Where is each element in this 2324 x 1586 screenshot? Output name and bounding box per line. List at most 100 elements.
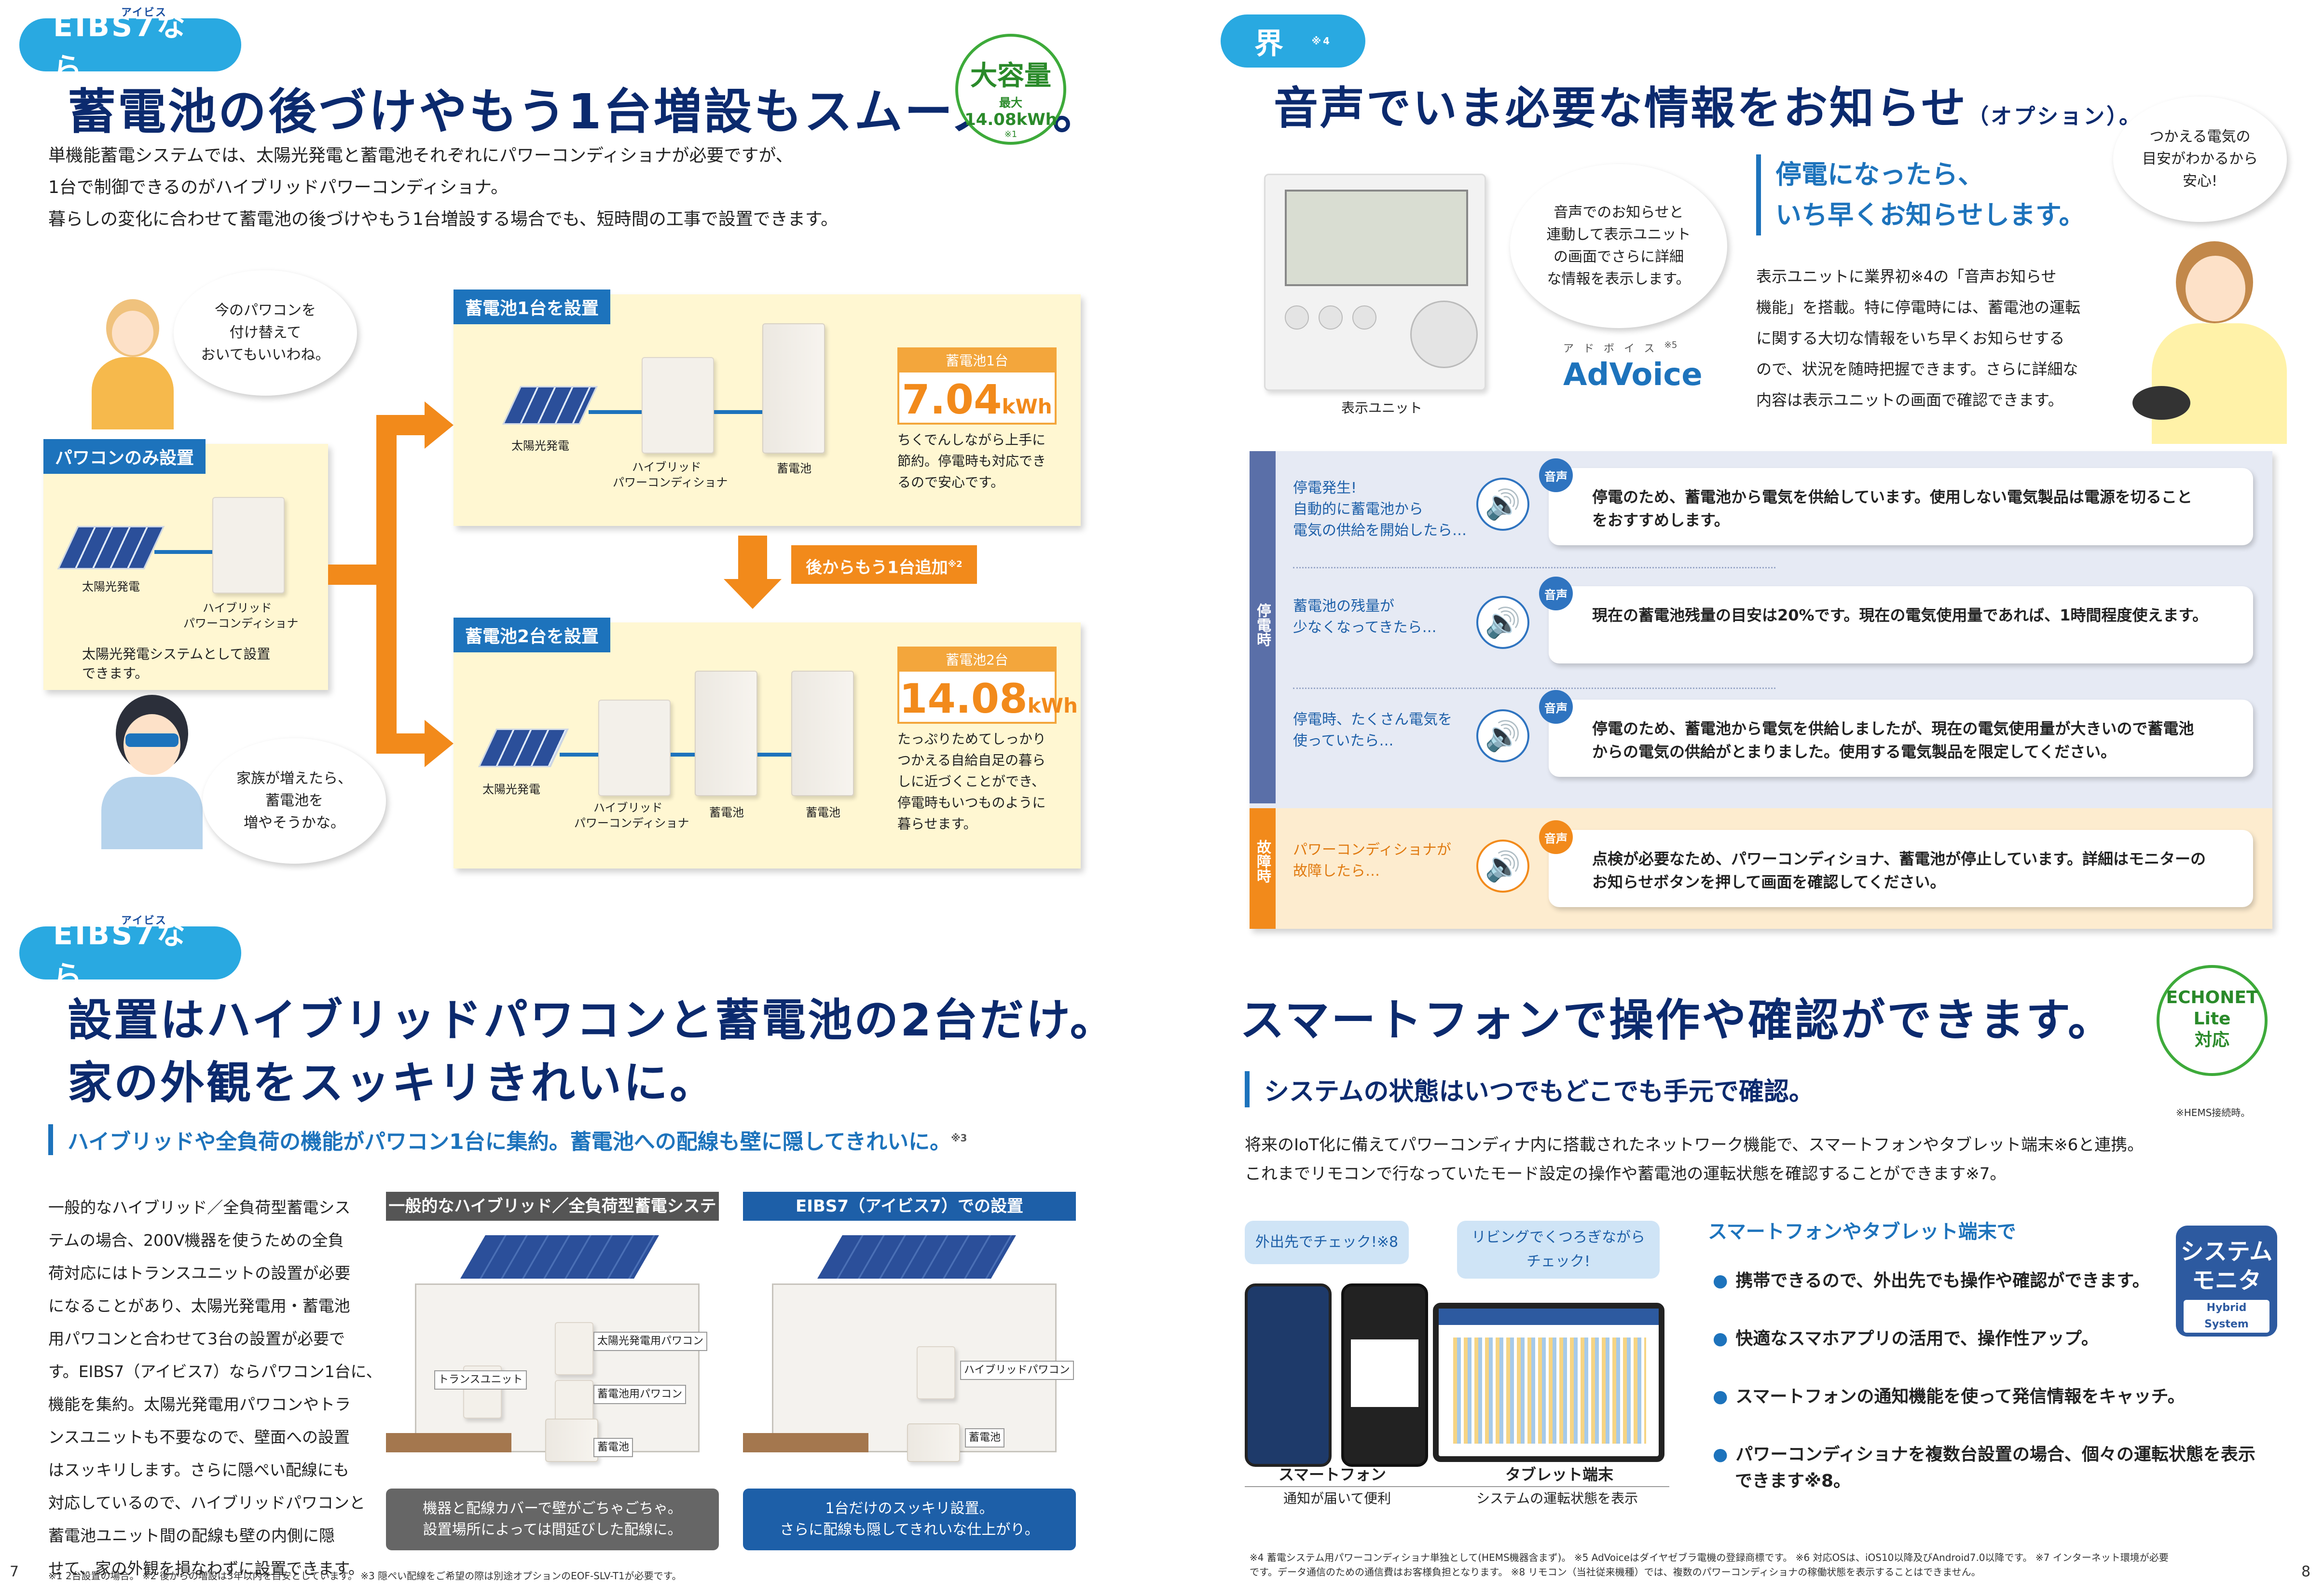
woman-bubble-line-3: おいてもいいわね。 — [201, 346, 330, 363]
phone-label: スマートフォン — [1279, 1465, 1387, 1484]
arrow-head-two — [425, 720, 454, 767]
voice-question: 故障したら… — [1293, 863, 1380, 880]
man-illustration — [101, 695, 203, 849]
display-button[interactable] — [1319, 305, 1343, 330]
house-b-roof — [817, 1235, 1016, 1279]
advoice-note: ※5 — [1664, 340, 1678, 350]
intro-line-3: 暮らしの変化に合わせて蓄電池の後づけやもう1台増設する場合でも、短時間の工事で設… — [48, 209, 839, 229]
pcon-label-2: パワーコンディショナ — [574, 816, 689, 830]
voice-message-line: をおすすめします。 — [1592, 511, 1730, 529]
two-desc-1: たっぷりためてしっかり — [897, 731, 1046, 747]
page-number-right: 8 — [2301, 1563, 2311, 1580]
echonet-3: 対応 — [2194, 1030, 2229, 1050]
house-a-battery — [545, 1419, 598, 1462]
install-section-heading: ハイブリッドや全負荷の機能がパワコン1台に集約。蓄電池への配線も壁に隠してきれい… — [48, 1124, 967, 1155]
smartphone-intro-2: これまでリモコンで行なっていたモード設定の操作や蓄電池の運転状態を確認することが… — [1245, 1164, 2007, 1184]
man-bubble-line-3: 増やそうかな。 — [244, 814, 345, 831]
outage-desc-line: に関する大切な情報をいち早くお知らせする — [1756, 329, 2065, 347]
house-a-label-transformer: トランスユニット — [434, 1370, 527, 1390]
voice-tag: 音声 — [1539, 458, 1573, 492]
pcon-only-desc-1: 太陽光発電システムとして設置 — [82, 646, 271, 662]
install-body-line: 蓄電池ユニット間の配線も壁の内側に隠 — [48, 1526, 335, 1545]
feature-bullet-continued: できます※8。 — [1735, 1471, 1851, 1491]
speaker-icon: 🔊 — [1476, 596, 1529, 649]
display-speech-bubble: 音声でのお知らせと連動して表示ユニットの画面でさらに詳細な情報を表示します。 — [1510, 164, 1727, 328]
capacity-badge-value: 14.08kWh — [964, 110, 1057, 129]
voice-tag: 音声 — [1539, 690, 1573, 724]
woman-right-bubble-2: 目安がわかるから — [2142, 151, 2258, 167]
woman-right-bubble-1: つかえる電気の — [2149, 128, 2251, 145]
display-bubble-1: 音声でのお知らせと — [1554, 204, 1684, 221]
system-monitor-badge: システム モニタ Hybrid System — [2176, 1226, 2277, 1337]
pcon-label-2: パワーコンディショナ — [183, 617, 299, 630]
bubble-living-1: リビングでくつろぎながら — [1471, 1229, 1645, 1246]
outage-heading-2: いち早くお知らせします。 — [1775, 200, 2085, 230]
one-desc-3: るので安心です。 — [897, 474, 1004, 490]
voice-message-line: 停電のため、蓄電池から電気を供給しましたが、現在の電気使用量が大きいので蓄電池 — [1592, 719, 2194, 738]
smartphone-list-title: スマートフォンやタブレット端末で — [1708, 1221, 2016, 1243]
house-a-solar-pcon — [555, 1322, 593, 1375]
capacity-box-value: 7.04kWh — [899, 375, 1055, 431]
battery-label-1: 蓄電池 — [709, 806, 744, 819]
solar-label: 太陽光発電 — [511, 439, 569, 453]
row-divider — [1293, 567, 1775, 568]
feature-bullet: スマートフォンの通知機能を使って発信情報をキャッチ。 — [1713, 1385, 2185, 1409]
phone-app-screenshot — [1341, 1283, 1428, 1467]
add-arrow-head — [724, 579, 782, 609]
feature-bullet: 携帯できるので、外出先でも操作や確認ができます。 — [1713, 1269, 2149, 1293]
one-desc-2: 節約。停電時も対応でき — [897, 453, 1046, 469]
voice-question: 停電時、たくさん電気を — [1293, 711, 1452, 728]
pcon-label-1: ハイブリッド — [593, 801, 663, 814]
voice-question: 停電発生! — [1293, 480, 1357, 496]
voice-message-card: 現在の蓄電池残量の目安は20%です。現在の電気使用量であれば、1時間程度使えます… — [1549, 586, 2253, 663]
arrow-to-two — [376, 733, 429, 754]
arrow-vertical — [376, 415, 397, 753]
house-b-caption: 1台だけのスッキリ設置。 さらに配線も隠してきれいな仕上がり。 — [743, 1489, 1076, 1550]
speaker-icon: 🔊 — [1476, 840, 1529, 893]
industry-first-tag: 業界初 ※4 — [1221, 0, 1365, 103]
house-b-title: EIBS7（アイビス7）での設置 — [743, 1192, 1076, 1221]
wire — [714, 410, 762, 414]
two-desc-5: 暮らせます。 — [897, 816, 977, 832]
eibs7-ruby: アイビス — [121, 7, 167, 19]
voice-message-line: 点検が必要なため、パワーコンディショナ、蓄電池が停止しています。詳細はモニターの — [1592, 850, 2206, 868]
display-button[interactable] — [1352, 305, 1376, 330]
house-a-caption-1: 機器と配線カバーで壁がごちゃごちゃ。 — [423, 1500, 682, 1517]
man-bubble-line-2: 蓄電池を — [265, 792, 323, 809]
add-arrow-shaft — [738, 536, 767, 584]
display-button[interactable] — [1285, 305, 1309, 330]
house-b-caption-1: 1台だけのスッキリ設置。 — [825, 1500, 994, 1517]
install-body-line: はスッキリします。さらに隠ぺい配線にも — [48, 1461, 349, 1479]
footnote-left: ※1 2台設置の場合。 ※2 後からの増設は3年以内を目安としています。 ※3 … — [48, 1570, 682, 1582]
labels-divider — [1245, 1486, 1669, 1487]
battery-label: 蓄電池 — [777, 462, 811, 475]
capacity-number: 14.08 — [899, 675, 1028, 722]
capacity-badge-sub: 最大 — [999, 96, 1022, 110]
eibs7-tag-text: EIBS7なら — [53, 918, 188, 993]
house-b-hybrid-pcon — [917, 1346, 955, 1399]
one-desc-1: ちくでんしながら上手に — [897, 432, 1046, 448]
voice-message-line: 停電のため、蓄電池から電気を供給しています。使用しない電気製品は電源を切ること — [1592, 488, 2192, 506]
display-unit — [1264, 174, 1486, 391]
battery-icon — [791, 671, 854, 796]
advoice-ruby: アドボイス※5 — [1563, 338, 1677, 357]
woman-right-bubble-3: 安心! — [2182, 173, 2218, 190]
capacity-box-header: 蓄電池2台 — [899, 648, 1055, 672]
industry-first-note: ※4 — [1311, 35, 1332, 47]
house-b-caption-2: さらに配線も隠してきれいな仕上がり。 — [780, 1521, 1039, 1538]
capacity-number: 7.04 — [902, 376, 1002, 423]
feature-bullet: 快適なスマホアプリの活用で、操作性アップ。 — [1713, 1327, 2098, 1351]
voice-message-line: 現在の蓄電池残量の目安は20%です。現在の電気使用量であれば、1時間程度使えます… — [1592, 606, 2208, 624]
display-bubble-4: な情報を表示します。 — [1547, 271, 1691, 288]
man-speech-bubble: 家族が増えたら、蓄電池を増やそうかな。 — [203, 738, 386, 864]
echonet-1: ECHONET — [2166, 988, 2258, 1007]
capacity-badge: 大容量 最大 14.08kWh ※1 — [955, 34, 1066, 145]
house-a-roof — [460, 1235, 659, 1279]
industry-first-text: 業界初 — [1254, 0, 1285, 103]
install-section-text: ハイブリッドや全負荷の機能がパワコン1台に集約。蓄電池への配線も壁に隠してきれい… — [68, 1130, 951, 1154]
voice-message-line: からの電気の供給がとまりました。使用する電気製品を限定してください。 — [1592, 743, 2117, 761]
tablet-label: タブレット端末 — [1505, 1465, 1614, 1484]
voice-question: パワーコンディショナが — [1293, 841, 1451, 858]
display-dpad[interactable] — [1410, 301, 1478, 368]
woman-bubble-line-2: 付け替えて — [229, 324, 302, 341]
